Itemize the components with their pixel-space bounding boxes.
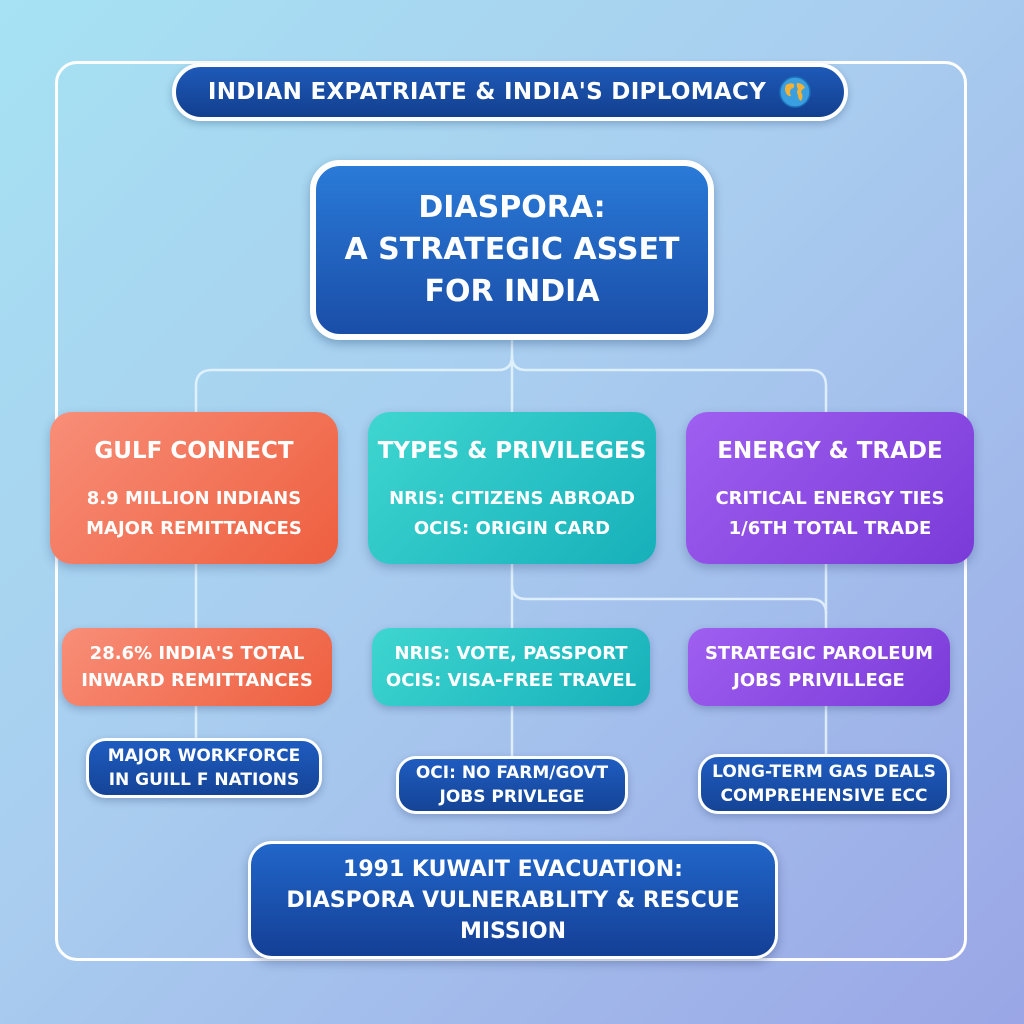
root-node: DIASPORA: A STRATEGIC ASSET FOR INDIA xyxy=(310,160,714,340)
kuwait-evacuation-banner: 1991 KUWAIT EVACUATION: DIASPORA VULNERA… xyxy=(248,841,778,959)
category-line: MAJOR REMITTANCES xyxy=(86,518,302,539)
sub-line: INWARD REMITTANCES xyxy=(81,670,313,691)
leaf-line: LONG-TERM GAS DEALS xyxy=(712,762,936,782)
category-energy-trade: ENERGY & TRADE CRITICAL ENERGY TIES 1/6t… xyxy=(686,412,974,564)
bottom-line-3: MISSION xyxy=(459,918,567,944)
sub-line: OCIS: VISA-FREE TRAVEL xyxy=(385,670,637,691)
title-banner: INDIAN EXPATRIATE & INDIA'S DIPLOMACY xyxy=(172,63,848,121)
sub-gulf-remittances: 28.6% INDIA'S TOTAL INWARD REMITTANCES xyxy=(62,628,332,706)
leaf-gas-deals: LONG-TERM GAS DEALS COMPREHENSIVE ECC xyxy=(698,754,950,814)
leaf-line: MAJOR WORKFORCE xyxy=(107,746,301,766)
root-line-2: A STRATEGIC ASSET xyxy=(344,232,680,267)
sub-strategic-petroleum: STRATEGIC PAROLEUM JOBS PRIVILLEGE xyxy=(688,628,950,706)
category-types-privileges: TYPES & PRIVILEGES NRIS: CITIZENS ABROAD… xyxy=(368,412,656,564)
sub-line: 28.6% INDIA'S TOTAL xyxy=(89,643,305,664)
category-line: 1/6th TOTAL TRADE xyxy=(728,518,932,539)
bottom-line-1: 1991 KUWAIT EVACUATION: xyxy=(343,856,683,882)
leaf-oci-restrictions: OCI: NO FARM/GOVT JOBS PRIVLEGE xyxy=(396,756,628,814)
leaf-gulf-workforce: MAJOR WORKFORCE IN GUILL F NATIONS xyxy=(86,738,322,798)
leaf-line: IN GUILL F NATIONS xyxy=(108,770,300,790)
sub-line: JOBS PRIVILLEGE xyxy=(733,670,905,691)
sub-line: NRIS: VOTE, PASSPORT xyxy=(394,643,628,664)
root-line-3: FOR INDIA xyxy=(424,274,600,309)
leaf-line: JOBS PRIVLEGE xyxy=(439,787,585,807)
leaf-line: COMPREHENSIVE ECC xyxy=(720,786,928,806)
category-heading: TYPES & PRIVILEGES xyxy=(377,438,647,464)
category-line: OCIS: ORIGIN CARD xyxy=(413,518,611,539)
sub-nri-oci-privileges: NRIS: VOTE, PASSPORT OCIS: VISA-FREE TRA… xyxy=(372,628,650,706)
leaf-line: OCI: NO FARM/GOVT xyxy=(415,763,609,783)
category-heading: ENERGY & TRADE xyxy=(717,438,943,464)
connector-root-trunk xyxy=(194,340,514,412)
category-gulf-connect: GULF CONNECT 8.9 MILLION INDIANS MAJOR R… xyxy=(50,412,338,564)
category-heading: GULF CONNECT xyxy=(94,438,294,464)
bottom-line-2: DIASPORA VULNERABLITY & RESCUE xyxy=(286,887,740,913)
sub-line: STRATEGIC PAROLEUM xyxy=(704,643,934,664)
connector-root-right xyxy=(510,355,828,412)
title-text: INDIAN EXPATRIATE & INDIA'S DIPLOMACY xyxy=(207,79,767,105)
category-line: CRITICAL ENERGY TIES xyxy=(715,488,945,509)
category-line: NRIS: CITIZENS ABROAD xyxy=(389,488,635,509)
globe-icon xyxy=(778,75,812,109)
connector-col2-branch xyxy=(510,564,828,614)
root-line-1: DIASPORA: xyxy=(418,190,606,225)
category-line: 8.9 MILLION INDIANS xyxy=(86,488,302,509)
